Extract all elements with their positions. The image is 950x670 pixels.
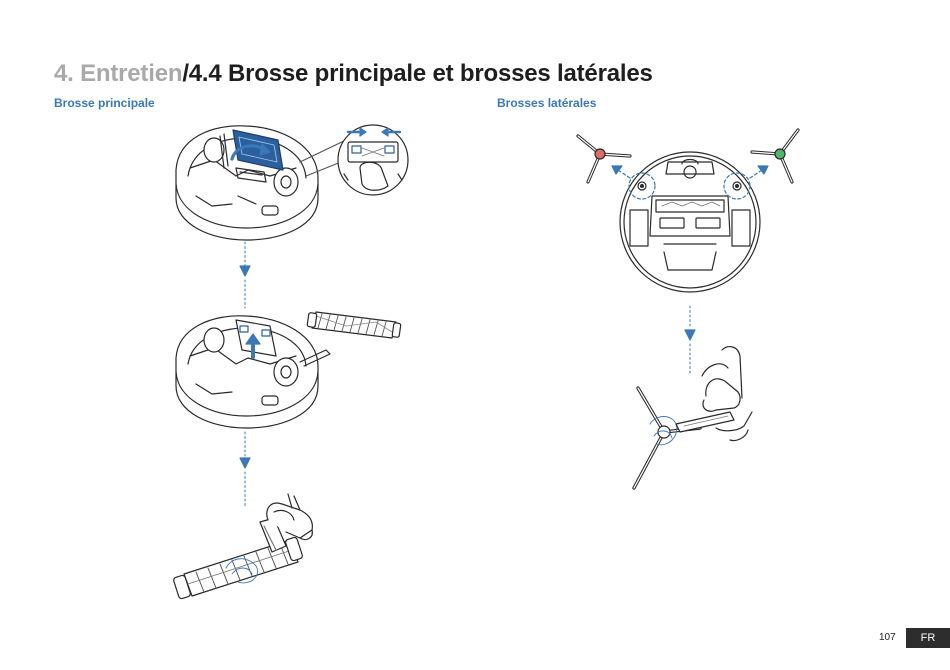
clean-side-brush-illustration xyxy=(634,347,752,488)
main-brush-icon xyxy=(307,312,401,338)
step-arrow-3 xyxy=(685,306,695,374)
page-number: 107 xyxy=(879,632,896,643)
step-arrow-1 xyxy=(240,242,250,308)
clean-main-brush-illustration xyxy=(173,494,312,599)
side-brush-left-icon xyxy=(578,136,630,182)
side-brush-right-icon xyxy=(752,130,798,182)
robot-remove-brush-illustration xyxy=(176,316,330,428)
language-tab: FR xyxy=(906,628,950,648)
step-arrow-2 xyxy=(240,432,250,508)
